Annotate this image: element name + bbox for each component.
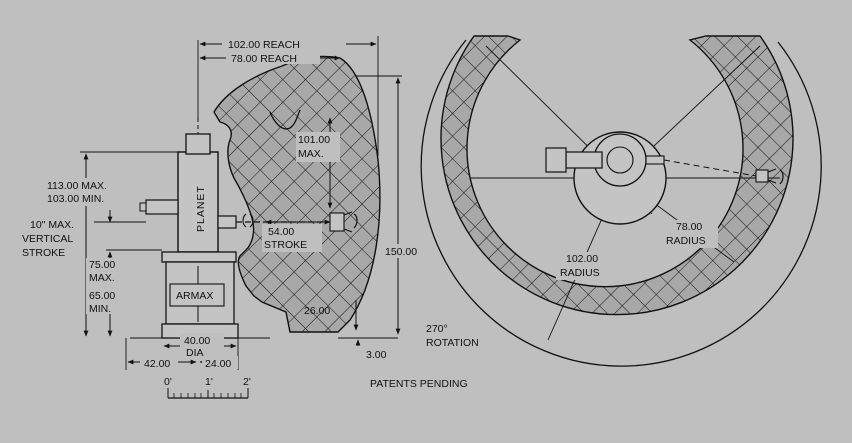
dim-3-label: 3.00: [366, 349, 387, 361]
h75-label-2: MAX.: [89, 272, 115, 284]
column-top: [185, 133, 211, 155]
dim-42-label: 42.00: [144, 358, 170, 370]
scale-label-0: 0': [164, 376, 172, 388]
reach-78-label: 78.00 REACH: [231, 53, 297, 65]
h65-label-1: 65.00: [89, 290, 115, 302]
rear-motor: [145, 199, 179, 215]
dia-label-1: 40.00: [184, 335, 210, 347]
label-bg: [384, 244, 420, 258]
scale-label-1: 1': [205, 376, 213, 388]
top-rear-arm: [565, 151, 603, 169]
vstroke-label-2: VERTICAL: [22, 233, 73, 245]
arm-slide: [217, 215, 237, 229]
top-arm-extension: [663, 159, 757, 177]
work-envelope-side: [213, 55, 381, 333]
stroke-54-label-1: 54.00: [268, 226, 294, 238]
top-rear-motor: [545, 147, 567, 173]
label-bg: [86, 258, 126, 314]
height-113-label: 113.00 MAX.: [47, 180, 107, 192]
dim-26-label: 26.00: [304, 305, 330, 317]
dim-101-label-1: 101.00: [298, 134, 330, 146]
radius-78-label-1: 78.00: [676, 221, 702, 233]
top-view: 102.00 RADIUS 78.00 RADIUS 270° ROTATION: [420, 35, 822, 367]
dim-24-label: 24.00: [205, 358, 231, 370]
height-103-label: 103.00 MIN.: [47, 193, 104, 205]
label-bg: [296, 132, 340, 162]
radius-102-label-1: 102.00: [566, 253, 598, 265]
rotation-label-1: 270°: [426, 323, 448, 335]
h75-label-1: 75.00: [89, 259, 115, 271]
top-front-arm: [645, 155, 665, 165]
planet-label: PLANET: [195, 185, 207, 232]
radius-78-label-2: RADIUS: [666, 235, 706, 247]
wrist-rotation-icon: [242, 213, 254, 228]
scale-bar: [167, 388, 249, 399]
radius-102-label-2: RADIUS: [560, 267, 600, 279]
armax-label: ARMAX: [176, 290, 213, 302]
label-bg: [140, 356, 178, 369]
vstroke-label-3: STROKE: [22, 247, 65, 259]
dim-150-label: 150.00: [385, 246, 417, 258]
top-gripper-icon: [755, 168, 784, 185]
label-bg: [202, 356, 238, 369]
reach-102-label: 102.00 REACH: [228, 39, 300, 51]
column-flange: [161, 251, 237, 263]
stroke-54-label-2: STROKE: [264, 239, 307, 251]
rear-motor-cap: [139, 202, 147, 212]
label-bg: [222, 37, 346, 50]
rotation-label-2: ROTATION: [426, 337, 479, 349]
dia-label-2: DIA: [186, 347, 204, 359]
envelope-notch: [269, 109, 301, 130]
side-view: PLANET ARMAX 102.00 REACH 78.00 REACH 11…: [22, 36, 468, 399]
scale-label-2: 2': [243, 376, 251, 388]
column-inner-circle: [606, 146, 634, 174]
gripper-icon: [329, 211, 358, 233]
patents-pending-label: PATENTS PENDING: [370, 378, 468, 390]
label-bg: [180, 333, 224, 357]
label-bg: [226, 51, 320, 64]
vstroke-label-1: 10" MAX.: [30, 219, 74, 231]
label-bg: [44, 178, 130, 206]
dim-101-label-2: MAX.: [298, 148, 324, 160]
armax-label-box: [169, 283, 225, 307]
h65-label-2: MIN.: [89, 303, 111, 315]
label-bg: [662, 220, 718, 248]
label-bg: [556, 252, 612, 280]
reach-arc-102: [420, 39, 822, 367]
label-bg: [262, 224, 322, 252]
